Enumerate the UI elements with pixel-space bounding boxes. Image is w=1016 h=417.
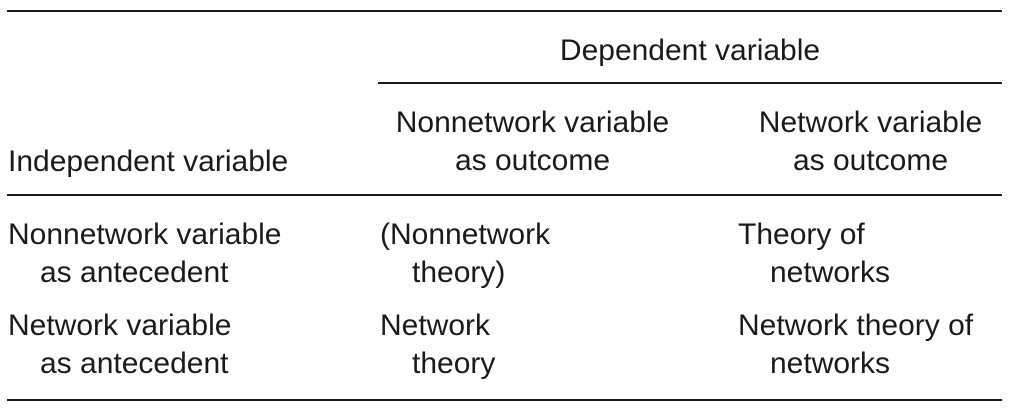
row1-col2-cell: Theory of networks	[738, 216, 890, 292]
col2-header: Network variable as outcome	[728, 104, 1013, 180]
bottom-rule	[7, 399, 1002, 401]
col1-header-line2: as outcome	[454, 144, 611, 177]
top-rule	[7, 10, 1002, 12]
row-label-1-line2: as antecedent	[40, 256, 229, 289]
row1-col2-line2: networks	[770, 256, 891, 289]
row-label-2-line1: Network variable	[8, 309, 232, 342]
col1-header-line1: Nonnetwork variable	[395, 106, 670, 139]
row2-col2-line2: networks	[770, 347, 891, 380]
spanner-header: Dependent variable	[559, 34, 821, 67]
spanner-rule	[378, 82, 1002, 84]
row1-col1-cell: (Nonnetwork theory)	[380, 216, 550, 292]
row1-col1-line2: theory)	[412, 256, 506, 289]
col1-header: Nonnetwork variable as outcome	[375, 104, 690, 180]
row2-col1-line2: theory	[412, 347, 496, 380]
row2-col1-line1: Network	[380, 309, 491, 342]
row1-col2-line1: Theory of	[738, 218, 865, 251]
row2-col2-line1: Network theory of	[738, 309, 974, 342]
row1-col1-line1: (Nonnetwork	[380, 218, 551, 251]
row2-col2-cell: Network theory of networks	[738, 307, 973, 383]
stub-header: Independent variable	[8, 145, 289, 178]
row-label-2: Network variable as antecedent	[8, 307, 231, 383]
col2-header-line1: Network variable	[758, 106, 983, 139]
row2-col1-cell: Network theory	[380, 307, 495, 383]
col2-header-line2: as outcome	[792, 144, 949, 177]
row-label-2-line2: as antecedent	[40, 347, 229, 380]
header-rule	[7, 194, 1002, 196]
row-label-1: Nonnetwork variable as antecedent	[8, 216, 281, 292]
row-label-1-line1: Nonnetwork variable	[8, 218, 282, 251]
